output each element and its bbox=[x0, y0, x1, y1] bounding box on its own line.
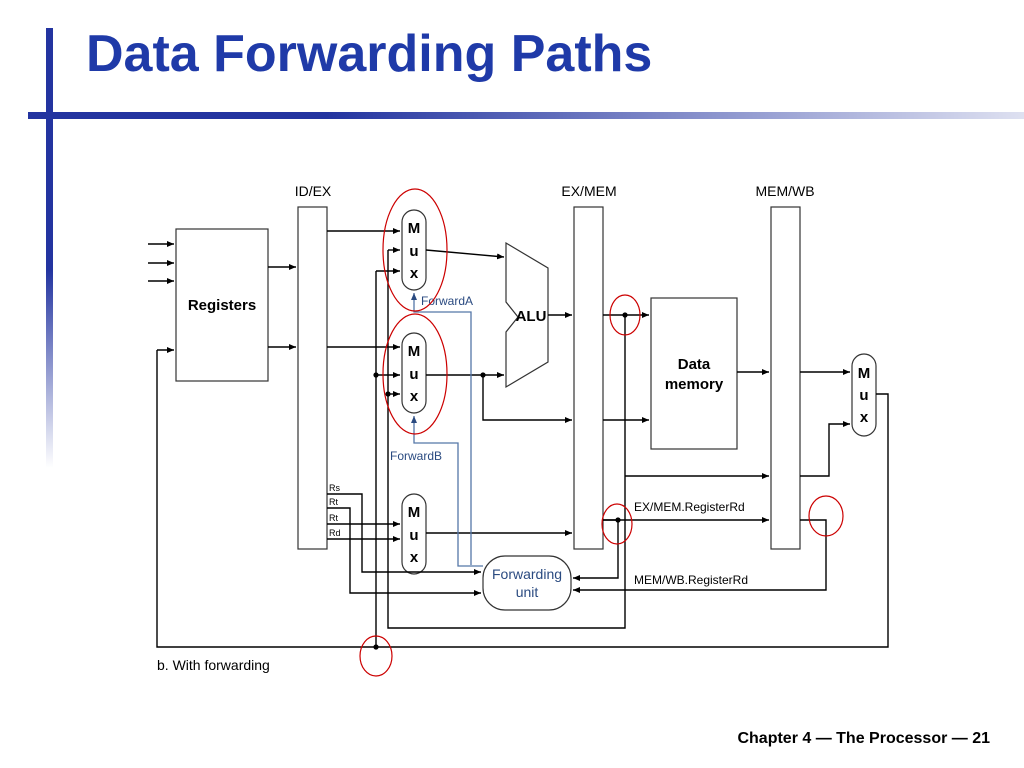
forwarding-unit bbox=[482, 555, 572, 611]
ex-mem-register bbox=[573, 206, 604, 550]
ex-mem-register-rd-label: EX/MEM.RegisterRd bbox=[634, 500, 745, 514]
slide-accent-vertical-bar bbox=[46, 28, 53, 468]
forwarding-unit-label: unit bbox=[516, 584, 539, 600]
mux-forward-b bbox=[401, 332, 427, 414]
data-memory bbox=[650, 297, 738, 450]
mux-b-letter: x bbox=[410, 388, 419, 405]
forward-b-label: ForwardB bbox=[390, 449, 442, 463]
field-label-rt: Rt bbox=[329, 513, 338, 523]
slide-accent-horizontal-bar bbox=[28, 112, 1024, 119]
field-label-rt: Rt bbox=[329, 497, 338, 507]
mux-a-letter: x bbox=[410, 265, 419, 282]
forward-a-label: ForwardA bbox=[421, 294, 473, 308]
diagram-caption: b. With forwarding bbox=[157, 657, 270, 673]
mux-a-letter: u bbox=[409, 243, 418, 260]
register-file bbox=[175, 228, 269, 382]
forwarding-unit-label: Forwarding bbox=[492, 566, 562, 582]
mem-wb-register-rd-label: MEM/WB.RegisterRd bbox=[634, 573, 748, 587]
mux-rd-letter: x bbox=[410, 549, 419, 566]
highlight-ring-ex-mem-rd bbox=[601, 503, 633, 545]
mux-b-letter: M bbox=[408, 343, 421, 360]
alu-label: ALU bbox=[516, 308, 547, 325]
field-label-rs: Rs bbox=[329, 483, 340, 493]
mux-b-letter: u bbox=[409, 366, 418, 383]
slide-title: Data Forwarding Paths bbox=[86, 25, 653, 83]
alu bbox=[505, 241, 549, 389]
mux-wb-letter: u bbox=[859, 387, 868, 404]
pipeline-register-label-id-ex: ID/EX bbox=[295, 183, 332, 199]
mux-writeback bbox=[851, 353, 877, 437]
mux-rd-letter: M bbox=[408, 504, 421, 521]
highlight-ring-mux-b bbox=[382, 313, 448, 435]
register-file-label: Registers bbox=[188, 297, 256, 314]
data-memory-label: Data bbox=[678, 356, 711, 373]
field-label-rd: Rd bbox=[329, 528, 341, 538]
highlight-ring-mem-wb-rd bbox=[808, 495, 844, 537]
highlight-ring-mux-a bbox=[382, 188, 448, 312]
data-memory-label: memory bbox=[665, 376, 724, 393]
highlight-ring-alu-result bbox=[609, 294, 641, 336]
mux-wb-letter: M bbox=[858, 365, 871, 382]
highlight-ring-writeback bbox=[359, 635, 393, 677]
id-ex-register bbox=[297, 206, 328, 550]
mux-wb-letter: x bbox=[860, 409, 869, 426]
pipeline-register-label-ex-mem: EX/MEM bbox=[561, 183, 616, 199]
mux-rd-letter: u bbox=[409, 527, 418, 544]
pipeline-register-label-mem-wb: MEM/WB bbox=[755, 183, 814, 199]
mux-a-letter: M bbox=[408, 220, 421, 237]
mem-wb-register bbox=[770, 206, 801, 550]
mux-destination-register bbox=[401, 493, 427, 575]
slide-footer: Chapter 4 — The Processor — 21 bbox=[737, 730, 990, 747]
